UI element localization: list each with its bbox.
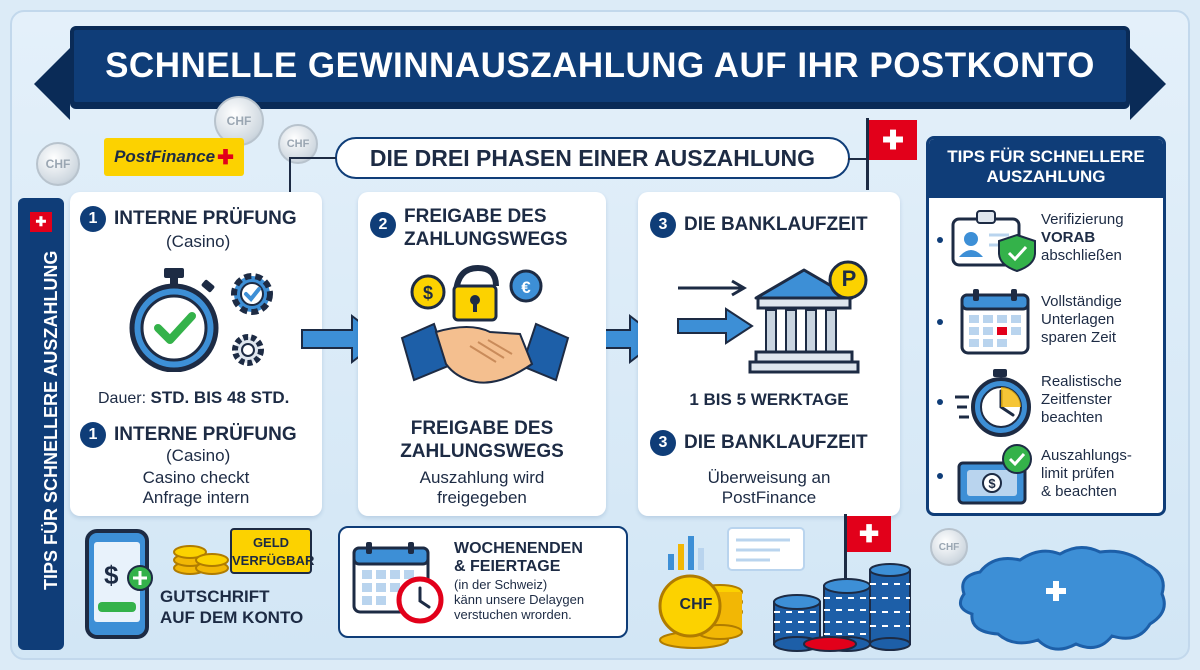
title-banner: SCHNELLE GEWINNAUSZAHLUNG AUF IHR POSTKO… bbox=[34, 26, 1166, 120]
coin-currency-label: CHF bbox=[679, 596, 713, 613]
gear-check-icon bbox=[231, 273, 273, 315]
switzerland-map-icon bbox=[958, 546, 1166, 651]
chf-coins-chips-icon bbox=[658, 563, 911, 652]
phase3-duration: 1 BIS 5 WERKTAGE bbox=[689, 390, 849, 409]
calendar-icon bbox=[960, 289, 1030, 355]
postfinance-logo: PostFinance✚ bbox=[104, 138, 244, 176]
tip-item-timeframe: Realistische Zeitfenster beachten bbox=[929, 365, 1163, 439]
swiss-flag-icon: ✚ bbox=[847, 516, 891, 552]
tips-title: TIPS FÜR SCHNELLERE AUSZAHLUNG bbox=[929, 139, 1163, 198]
phase1-subtitle: (Casino) bbox=[166, 232, 231, 251]
swiss-flag-icon: ✚ bbox=[30, 212, 52, 232]
weekend-title: WOCHENENDEN & FEIERTAGE bbox=[454, 540, 583, 576]
side-title: TIPS FÜR SCHNELLERE AUSZAHLUNG bbox=[41, 250, 61, 590]
phase3-header-2: 3 DIE BANKLAUFZEIT bbox=[650, 430, 868, 456]
phase1-title: INTERNE PRÜFUNG bbox=[114, 208, 297, 229]
svg-text:$: $ bbox=[988, 476, 996, 491]
speed-arrow-icon bbox=[678, 279, 747, 297]
tip-text: Verifizierung VORAB abschließen bbox=[1041, 211, 1124, 264]
chf-coin-icon: CHF bbox=[36, 142, 80, 186]
tip-text: Realistische Zeitfenster beachten bbox=[1041, 373, 1122, 426]
chf-coin-icon: CHF bbox=[930, 528, 968, 566]
phase3-header: 3 DIE BANKLAUFZEIT bbox=[650, 212, 868, 238]
phase2-title-2: FREIGABE DES ZAHLUNGSWEGS bbox=[400, 418, 564, 462]
phase1-number: 1 bbox=[80, 206, 106, 232]
gear-icon bbox=[232, 334, 264, 366]
credit-label: GUTSCHRIFT AUF DEM KONTO bbox=[160, 587, 304, 628]
phase3-title-2: DIE BANKLAUFZEIT bbox=[684, 432, 868, 453]
tip-item-limit: $ Auszahlungs- limit prüfen & beachten bbox=[929, 439, 1163, 513]
speed-arrow-icon bbox=[677, 307, 754, 345]
phase3-number: 3 bbox=[650, 430, 676, 456]
tips-panel: TIPS FÜR SCHNELLERE AUSZAHLUNG Verifizie… bbox=[926, 136, 1166, 516]
bullet-icon bbox=[937, 473, 943, 479]
phase2-desc: Auszahlung wird freigegeben bbox=[419, 468, 545, 508]
phase1-title-2: INTERNE PRÜFUNG bbox=[114, 424, 297, 445]
bullet-icon bbox=[937, 319, 943, 325]
tip-item-verification: Verifizierung VORAB abschließen bbox=[929, 203, 1163, 277]
tip-item-documents: Vollständige Unterlagen sparen Zeit bbox=[929, 285, 1163, 359]
bullet-icon bbox=[937, 237, 943, 243]
phone-icon bbox=[85, 529, 153, 639]
tip-text: Auszahlungs- limit prüfen & beachten bbox=[1041, 447, 1132, 500]
money-available-badge: GELD VERFÜGBAR bbox=[230, 528, 314, 574]
id-card-shield-icon bbox=[951, 210, 1036, 273]
phone-currency-symbol: $ bbox=[104, 560, 119, 590]
flag-pole bbox=[844, 514, 847, 584]
phase1-number: 1 bbox=[80, 422, 106, 448]
handshake-unlock-icon: $ € bbox=[400, 264, 570, 384]
phase1-duration: Dauer: STD. BIS 48 STD. bbox=[98, 388, 290, 407]
phase2-title: FREIGABE DES ZAHLUNGSWEGS bbox=[404, 206, 568, 250]
svg-text:€: € bbox=[521, 278, 531, 297]
phase1-header-2: 1 INTERNE PRÜFUNG bbox=[80, 422, 297, 448]
calendar-clock-icon bbox=[352, 542, 444, 624]
analytics-chart-icon bbox=[668, 527, 805, 571]
bank-building-icon bbox=[748, 260, 868, 374]
phases-heading: DIE DREI PHASEN EINER AUSZAHLUNG bbox=[335, 137, 850, 179]
tip-text: Vollständige Unterlagen sparen Zeit bbox=[1041, 293, 1122, 346]
phase3-desc: Überweisung an PostFinance bbox=[707, 468, 831, 508]
svg-text:$: $ bbox=[423, 283, 433, 303]
banknote-check-icon: $ bbox=[957, 444, 1032, 505]
swiss-flag-icon: ✚ bbox=[869, 120, 917, 160]
weekend-note: (in der Schweiz) känn unsere Delaygen ve… bbox=[454, 577, 585, 622]
heading-connector bbox=[289, 157, 336, 193]
phase2-number: 2 bbox=[370, 212, 396, 238]
stopwatch-speed-icon bbox=[955, 369, 1031, 437]
bullet-icon bbox=[937, 399, 943, 405]
chf-coin-icon: CHF bbox=[214, 96, 264, 146]
phase2-header: 2 FREIGABE DES ZAHLUNGSWEGS bbox=[370, 206, 568, 252]
phase3-number: 3 bbox=[650, 212, 676, 238]
bank-badge-letter: P bbox=[841, 266, 857, 291]
flag-pole bbox=[866, 118, 869, 190]
phase1-subtitle-2: (Casino) bbox=[166, 446, 231, 465]
side-bar bbox=[18, 198, 64, 650]
coin-stack-icon bbox=[173, 545, 229, 575]
phase3-title: DIE BANKLAUFZEIT bbox=[684, 214, 868, 235]
page-title: SCHNELLE GEWINNAUSZAHLUNG AUF IHR POSTKO… bbox=[105, 46, 1095, 85]
phase1-desc: Casino checkt Anfrage intern bbox=[142, 468, 250, 508]
stopwatch-icon bbox=[129, 268, 219, 372]
phase1-header: 1 INTERNE PRÜFUNG bbox=[80, 206, 297, 232]
